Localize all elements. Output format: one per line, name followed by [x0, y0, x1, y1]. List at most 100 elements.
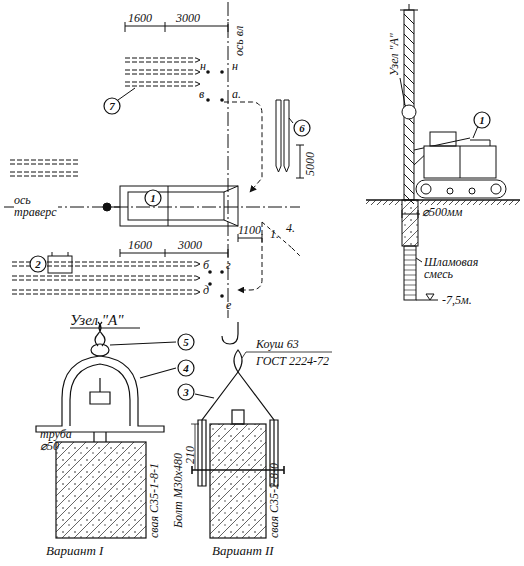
machine-plan: [111, 207, 120, 208]
thimble: [234, 350, 242, 372]
callout-number: 3: [177, 383, 195, 401]
leader-line: [242, 352, 246, 358]
callout-text: 2: [35, 259, 41, 270]
dimension: 3000: [178, 239, 202, 251]
leader-line: [110, 342, 176, 378]
callout-number: 1: [473, 111, 491, 129]
dimension: 1100: [238, 224, 261, 236]
track-wheel: [491, 184, 501, 194]
route-line: [238, 222, 262, 290]
level-label: -7,5м.: [442, 294, 472, 306]
point: [206, 70, 224, 102]
leader-line: [416, 258, 422, 262]
bolt-nut: [90, 378, 110, 404]
callout-circle: [30, 256, 46, 272]
leader-line: [195, 394, 214, 398]
callout-number: 2: [29, 255, 47, 273]
part-label: Болт М30х480: [172, 453, 184, 528]
callout-number: 1: [144, 189, 162, 207]
leader-line: [118, 88, 135, 100]
route-line: [224, 102, 262, 192]
point-letter: н: [232, 60, 238, 72]
pile-row: [125, 58, 196, 86]
pile: [56, 442, 146, 538]
part-label: Коуш 63: [256, 338, 299, 350]
pile-row: [10, 160, 78, 176]
track-wheel: [421, 184, 431, 194]
elevation-view: [366, 4, 520, 300]
callout-text: 6: [299, 123, 305, 134]
dimension: ⌀500мм: [422, 206, 462, 218]
plan-view: [4, 2, 304, 318]
ground-hatch: [366, 200, 402, 205]
track-wheel: [447, 188, 453, 194]
callout-text: 3: [183, 387, 189, 398]
node-label: Узел "А": [388, 33, 400, 76]
material-label: Шламовая смесь: [424, 256, 486, 280]
callout-circle: [104, 98, 120, 114]
point-letter: н: [200, 60, 206, 72]
point-letter: б: [203, 259, 209, 271]
dimension: 210: [184, 446, 196, 464]
callout-text: 1: [479, 115, 485, 126]
callout-number: 7: [103, 97, 121, 115]
cart-symbol: [52, 252, 68, 256]
detail-view: [36, 322, 332, 538]
pile-tip: [196, 58, 200, 86]
point-letter: г: [226, 259, 231, 271]
pile-head: [232, 410, 244, 424]
machine-body: [460, 140, 490, 178]
pipe: [94, 432, 106, 442]
pile: [210, 424, 266, 538]
callout-circle: [294, 120, 310, 136]
pile-tip: [196, 262, 200, 294]
variant-label: Вариант I: [46, 543, 103, 558]
dimension-line: [402, 210, 420, 218]
callout-text: 4: [183, 363, 189, 374]
machine-plan: [168, 186, 238, 226]
callout-number: 6: [293, 119, 311, 137]
callout-circle: [474, 112, 490, 128]
cart-symbol: [48, 256, 72, 273]
dimension: 1600: [128, 12, 152, 24]
pile-cap: [70, 364, 130, 426]
track-wheel: [421, 184, 501, 194]
point: [206, 98, 210, 102]
point: [206, 70, 210, 74]
callout-number: 5: [177, 333, 195, 351]
part-label: свая С35-2-8-0: [268, 463, 280, 538]
point: [220, 294, 224, 298]
dimension: 1600: [128, 239, 152, 251]
pile-position: [103, 203, 111, 211]
machine-cab: [430, 132, 456, 146]
route-line: [262, 222, 300, 256]
callout-circle: [145, 190, 161, 206]
slurry-fill: [404, 250, 416, 295]
ground-hatch: [420, 200, 520, 205]
point-letter: 4.: [286, 222, 295, 234]
node-mark: [402, 105, 416, 119]
part-label: свая С35-1-8-1: [148, 463, 160, 538]
callout-text: 7: [109, 101, 115, 112]
callout-text: 5: [183, 337, 189, 348]
callout-circle: [178, 334, 194, 350]
leader-line: [473, 126, 478, 138]
pile: [402, 200, 418, 246]
leader-line: [246, 352, 332, 353]
point-letter: д: [203, 284, 209, 296]
point-letter: е: [226, 299, 231, 311]
axis-label: ось траверс: [14, 194, 58, 218]
callout-circle: [178, 360, 194, 376]
machine-plan: [128, 192, 224, 220]
callout-number: 4: [177, 359, 195, 377]
slurry-column: [404, 246, 416, 300]
point: [208, 270, 224, 298]
rope-loop: [91, 344, 109, 356]
dimension-line: [296, 145, 304, 178]
pile-cap: [36, 356, 164, 432]
part-label: труба ⌀50: [40, 428, 80, 452]
heading: Узел "А": [70, 312, 124, 329]
part-label: ГОСТ 2224-72: [256, 355, 329, 367]
callout-text: 1: [150, 193, 156, 204]
dimension: 3000: [176, 12, 200, 24]
